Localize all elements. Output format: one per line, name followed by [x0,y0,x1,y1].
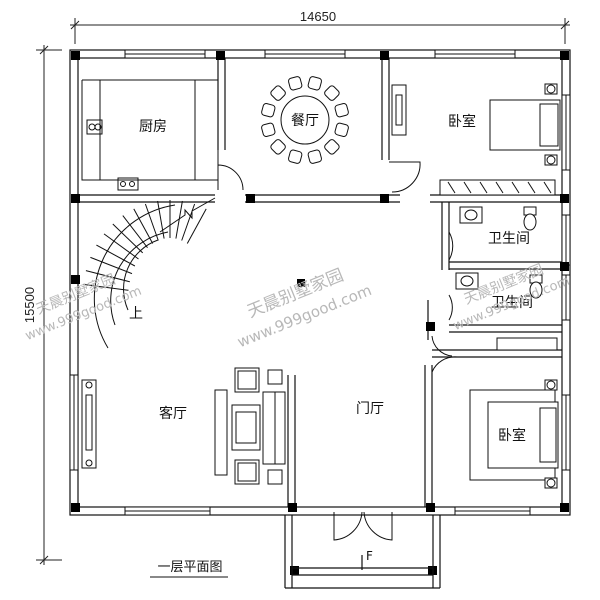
depth-dimension: 15500 [22,287,37,323]
stair-tread [85,270,131,283]
main-entrance-doors [333,511,393,541]
dining-chair [324,139,340,155]
dining-chair [270,139,286,155]
stair-tread [144,203,159,241]
tv-cabinet [81,379,97,469]
dining-chair [261,122,276,137]
dining-chair [270,85,286,101]
stair-tread [83,283,129,291]
stair-tread [122,215,148,249]
entry-arrow-mark: F [366,549,373,563]
room-label-kitchen: 厨房 [139,119,167,135]
stair-treads [83,200,207,291]
stair-up-label: 上 [129,306,143,322]
bathroom-fixtures [455,206,558,351]
bedroom-south-furniture [469,379,559,489]
watermark-center: 天晨别墅家园 www.999good.com [235,265,374,351]
room-label-bedroom-north: 卧室 [448,113,476,130]
width-dimension: 14650 [300,9,336,24]
top-dimension [70,18,570,44]
bedroom-north-furniture [391,83,561,196]
stair-tread [103,233,139,260]
dining-chair [261,103,276,118]
bedroom-north-door [389,161,421,193]
stair-tread [133,208,154,244]
stair-tread [181,203,196,241]
dining-chair [334,103,349,118]
stair-tread [90,256,133,275]
stair-tread [157,200,165,239]
left-dimension [36,45,62,565]
windows [69,49,571,516]
room-label-living: 客厅 [159,405,187,422]
room-label-bathroom-1: 卫生间 [488,231,530,247]
dining-chairs [261,76,349,164]
watermark-right: 天晨别墅家园 www.999good.com [451,261,572,334]
dining-chair [288,149,303,164]
drawing-caption: 一层平面图 [157,560,222,575]
bedroom-south-door [431,356,458,373]
stair-tread [112,223,144,254]
stair-tread [175,200,183,239]
kitchen-counter [81,79,219,191]
stair-tread [96,244,136,267]
bedroom-north-wardrobe [447,181,552,194]
dining-chair [307,76,322,91]
stair-tread [186,208,207,244]
room-label-dining: 餐厅 [291,113,319,129]
bathroom-doors [431,231,454,357]
living-room-furniture [214,367,286,485]
room-label-bathroom-2: 卫生间 [491,295,533,311]
stair-break-line [159,197,216,233]
room-label-foyer: 门厅 [356,401,384,417]
dining-table [280,95,330,145]
spiral-staircase [93,204,176,349]
kitchen-door [217,164,244,191]
dining-chair [324,85,340,101]
dining-chair [307,149,322,164]
room-label-bedroom-south: 卧室 [498,427,526,444]
dining-chair [288,76,303,91]
dining-chair [334,122,349,137]
entrance-porch [284,515,441,589]
